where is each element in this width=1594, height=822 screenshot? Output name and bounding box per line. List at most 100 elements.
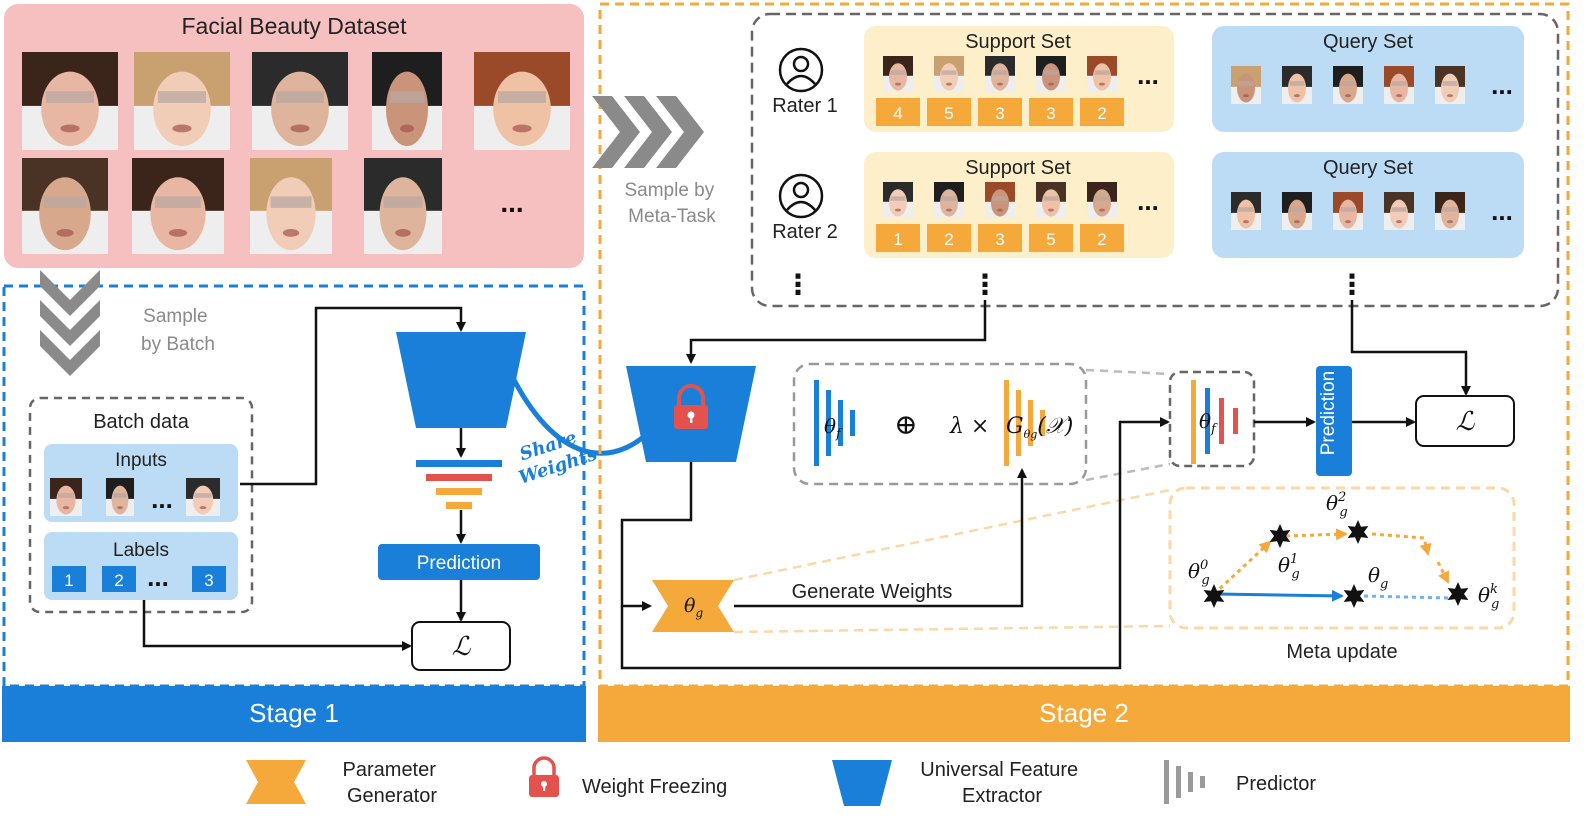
stage2-lock-icon: [674, 384, 708, 429]
stage1-banner: [2, 686, 586, 742]
meta-theta-sup: 0: [1200, 558, 1208, 573]
meta-star: [1447, 582, 1469, 606]
score-chip-text: 2: [944, 230, 953, 249]
sample-batch-line1: Sample: [143, 306, 207, 327]
vdots-support: ⋮: [971, 269, 999, 300]
sample-meta-line2: Meta-Task: [628, 206, 716, 227]
stage2-prediction-label: Prediction: [1318, 371, 1339, 456]
score-chip-text: 3: [995, 230, 1004, 249]
sample-batch-label: Sample by Batch: [141, 306, 215, 355]
dataset-face: [132, 158, 224, 254]
score-chip-text: 5: [1046, 230, 1055, 249]
meta-theta-base: θ: [1326, 491, 1338, 515]
stage1-loss-box: [411, 621, 511, 671]
batch-data-title: Batch data: [93, 411, 190, 433]
support-ellipsis: ...: [1137, 186, 1159, 216]
dataset-face: [134, 52, 230, 150]
legend-lock-label: Weight Freezing: [582, 776, 727, 798]
query-face: [1435, 66, 1465, 104]
stage1-predictor: [416, 460, 502, 509]
rater-name: Rater 2: [772, 221, 838, 243]
dataset-more: ...: [500, 187, 523, 218]
formula-box: [792, 362, 1088, 486]
stage2-parameter-generator: [652, 580, 734, 632]
query-set-title: Query Set: [1323, 157, 1413, 179]
dataset-face: [474, 52, 570, 150]
combined-weight-layers: [1191, 380, 1238, 464]
legend-extractor-line2: Extractor: [962, 785, 1042, 807]
batch-data-box: [28, 396, 254, 614]
dataset-face: [252, 52, 348, 150]
legend-param-gen-label: Parameter Generator: [343, 759, 442, 807]
stage1-loss-label: ℒ: [452, 632, 472, 662]
sample-batch-line2: by Batch: [141, 334, 215, 355]
support-face: [934, 182, 964, 218]
support-face: [883, 182, 913, 218]
meta-theta-sub: g: [1380, 577, 1388, 592]
param-gen-theta-base: θ: [684, 595, 696, 617]
dataset-face: [22, 158, 108, 254]
legend-extractor-label: Universal Feature Extractor: [920, 759, 1083, 807]
stage1-prediction-box: [378, 544, 540, 580]
meta-star: [1347, 520, 1369, 544]
label-chip-3-text: 3: [204, 571, 213, 590]
sample-meta-label: Sample by Meta-Task: [624, 180, 719, 227]
input-face: [50, 478, 82, 516]
legend-param-gen-line1: Parameter: [343, 759, 437, 781]
meta-theta-base: θ: [1478, 583, 1490, 607]
score-chip: [978, 224, 1022, 252]
meta-update-paths: [1212, 528, 1450, 602]
support-face: [934, 56, 964, 92]
meta-theta-sub: g: [1339, 505, 1347, 520]
stage2-loss-box: [1415, 395, 1515, 447]
score-chip-text: 3: [995, 104, 1004, 123]
vdots-query: ⋮: [1338, 269, 1366, 300]
meta-theta-label: θg: [1368, 563, 1388, 592]
meta-theta-sub: g: [1201, 573, 1209, 588]
dataset-face: [372, 52, 442, 150]
combined-theta-f: θf: [1199, 409, 1218, 437]
formula-lambda: λ ×: [949, 414, 989, 439]
input-face: [106, 478, 134, 516]
label-chip-2-text: 2: [114, 571, 123, 590]
score-chip: [927, 98, 971, 126]
stage2-prediction-box: [1316, 366, 1352, 476]
combined-weights-box: [1168, 370, 1256, 468]
labels-ellipsis: ...: [147, 562, 169, 592]
query-face: [1333, 66, 1363, 104]
score-chip-text: 3: [1046, 104, 1055, 123]
score-chip-text: 2: [1097, 104, 1106, 123]
formula-theta-f: θf: [824, 414, 843, 442]
score-chip-text: 2: [1097, 230, 1106, 249]
param-gen-theta: θg: [684, 595, 703, 620]
query-set-box: [1212, 152, 1524, 258]
meta-theta-sup: 2: [1337, 490, 1346, 505]
support-face: [1036, 56, 1066, 92]
meta-update-box: [1168, 486, 1516, 630]
input-face: [186, 478, 220, 516]
support-face: [985, 56, 1015, 92]
lock-icon: [529, 756, 559, 797]
label-chip-3: [192, 566, 226, 592]
formula-gen-arg: (𝒳): [1037, 414, 1073, 439]
meta-star: [1269, 524, 1291, 548]
query-ellipsis: ...: [1491, 196, 1513, 226]
stage2-loss-label: ℒ: [1456, 407, 1476, 437]
label-chips: 1 2 ... 3: [52, 562, 226, 592]
query-face: [1282, 66, 1312, 104]
query-ellipsis: ...: [1491, 70, 1513, 100]
sample-meta-chevrons: [592, 96, 704, 168]
score-chip: [1029, 98, 1073, 126]
score-chip: [1080, 224, 1124, 252]
meta-theta-sup: k: [1490, 582, 1498, 597]
formula-gen-sub: θg: [1024, 428, 1038, 441]
meta-star: [1343, 584, 1365, 608]
meta-theta-base: θ: [1368, 563, 1380, 587]
label-chip-2: [102, 566, 136, 592]
support-face: [1087, 56, 1117, 92]
score-chip-text: 4: [893, 104, 902, 123]
